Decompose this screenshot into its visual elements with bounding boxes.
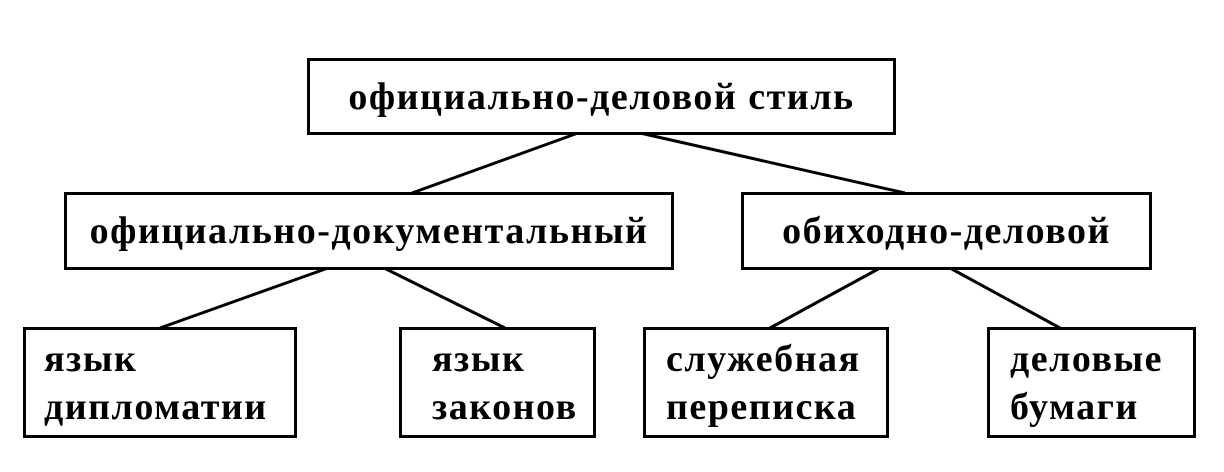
root-node: официально-деловой стиль <box>307 58 896 135</box>
branch-node-official-documentary: официально-документальный <box>64 192 674 270</box>
leaf-node-business-papers: деловые бумаги <box>987 327 1196 438</box>
link-everyday-to-papers <box>949 266 1061 330</box>
leaf-node-official-correspondence: служебная переписка <box>643 327 889 438</box>
link-root-to-official-documentary <box>411 131 579 195</box>
branch-label: официально-документальный <box>89 210 649 252</box>
leaf-label-line1: язык <box>44 337 138 380</box>
branch-node-everyday-business: обиходно-деловой <box>741 192 1152 270</box>
link-everyday-to-correspondence <box>769 266 881 330</box>
root-label: официально-деловой стиль <box>348 75 855 118</box>
leaf-node-language-of-diplomacy: язык дипломатии <box>23 327 297 438</box>
leaf-label-line2: бумаги <box>1010 385 1139 428</box>
leaf-label-line1: деловые <box>1010 337 1164 380</box>
leaf-node-language-of-laws: язык законов <box>399 327 596 438</box>
branch-label: обиходно-деловой <box>782 210 1111 252</box>
link-documentary-to-diplomacy <box>159 266 329 330</box>
leaf-label-line2: законов <box>432 385 578 428</box>
leaf-label-line2: переписка <box>666 385 858 428</box>
link-root-to-everyday-business <box>639 131 906 195</box>
leaf-label-line2: дипломатии <box>44 385 268 428</box>
link-documentary-to-laws <box>383 266 506 330</box>
leaf-label-line1: служебная <box>666 337 861 380</box>
leaf-label-line1: язык <box>432 337 526 380</box>
